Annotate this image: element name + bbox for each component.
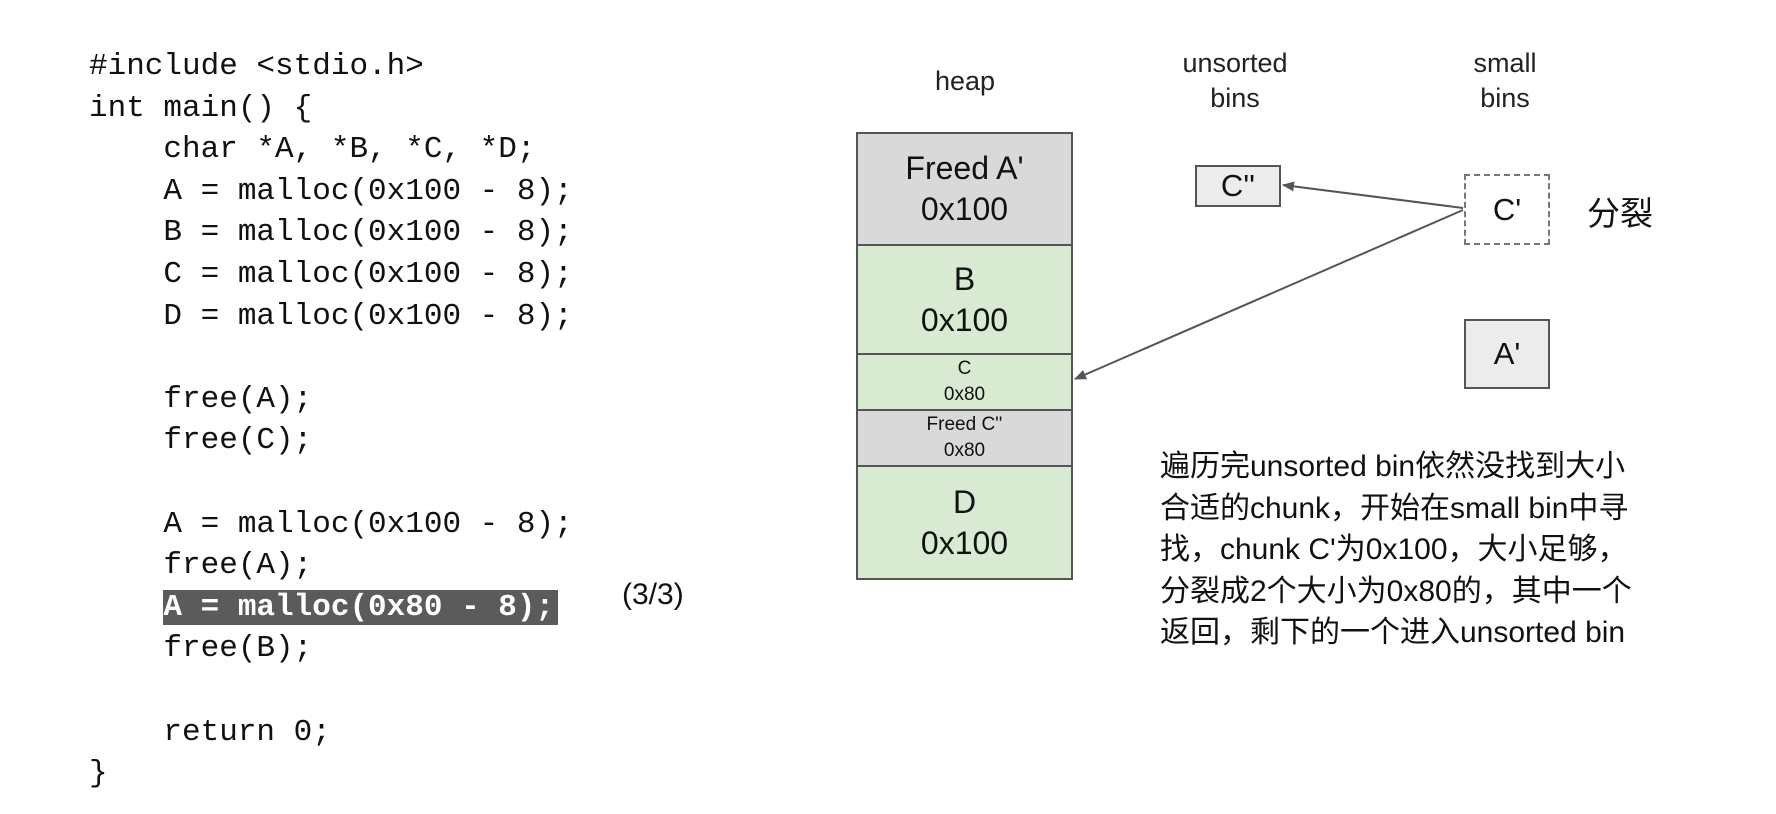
arrow-to-unsorted <box>1282 181 1464 209</box>
chunk-size: 0x100 <box>920 191 1009 227</box>
small-bin-item-split: C' <box>1464 174 1550 245</box>
code-line: char *A, *B, *C, *D; <box>89 132 536 168</box>
code-line: free(C); <box>89 423 313 459</box>
chunk-name: Freed A' <box>905 150 1024 186</box>
code-line: return 0; <box>89 714 331 750</box>
heap-chunk-freed-a: Freed A' 0x100 <box>858 134 1071 246</box>
heap-chunk-c: C 0x80 <box>858 355 1071 411</box>
code-line: #include <stdio.h> <box>89 49 424 84</box>
chunk-name: B <box>953 260 976 297</box>
arrow-to-heap-chunk-c <box>1074 209 1464 380</box>
chunk-name: D <box>952 483 977 520</box>
chunk-size: 0x100 <box>920 524 1009 561</box>
code-line: free(A); <box>89 548 313 584</box>
note-line: 遍历完unsorted bin依然没找到大小 <box>1160 450 1626 483</box>
code-line-highlighted: A = malloc(0x80 - 8); <box>89 587 573 629</box>
code-line: free(A); <box>89 381 313 417</box>
note-line: 返回，剩下的一个进入unsorted bin <box>1160 616 1626 649</box>
chunk-size: 0x80 <box>943 440 986 461</box>
split-label: 分裂 <box>1587 195 1653 232</box>
code-line: int main() { <box>89 90 313 126</box>
chunk-name: C <box>957 358 972 379</box>
heap-chunk-d: D 0x100 <box>858 467 1071 578</box>
code-line: D = malloc(0x100 - 8); <box>89 298 573 334</box>
chunk-size: 0x100 <box>920 301 1009 338</box>
code-line: B = malloc(0x100 - 8); <box>89 215 573 251</box>
note-line: 找，chunk C'为0x100，大小足够， <box>1160 533 1628 566</box>
small-bins-label: small bins <box>1473 48 1537 113</box>
heap-chunk-freed-c: Freed C'' 0x80 <box>858 411 1071 467</box>
chunk-size: 0x80 <box>943 384 986 405</box>
explanation-note: 遍历完unsorted bin依然没找到大小 合适的chunk，开始在small… <box>1160 446 1720 654</box>
code-line: } <box>89 756 108 792</box>
step-indicator: (3/3) <box>622 578 684 611</box>
code-block: #include <stdio.h> int main() { char *A,… <box>89 46 573 795</box>
unsorted-bin-item: C'' <box>1195 165 1281 207</box>
heap-label: heap <box>934 66 996 96</box>
unsorted-bins-label: unsorted bins <box>1182 48 1288 113</box>
code-line: A = malloc(0x100 - 8); <box>89 173 573 209</box>
note-line: 分裂成2个大小为0x80的，其中一个 <box>1160 574 1632 608</box>
highlighted-code: A = malloc(0x80 - 8); <box>163 589 559 625</box>
heap-column: Freed A' 0x100 B 0x100 C 0x80 Freed C'' … <box>856 132 1073 580</box>
chunk-name: Freed C'' <box>926 414 1003 435</box>
small-bin-item: A' <box>1464 319 1550 389</box>
note-line: 合适的chunk，开始在small bin中寻 <box>1160 491 1629 525</box>
heap-chunk-b: B 0x100 <box>858 246 1071 355</box>
code-line: free(B); <box>89 631 313 667</box>
code-line: A = malloc(0x100 - 8); <box>89 506 573 542</box>
code-line: C = malloc(0x100 - 8); <box>89 256 573 292</box>
